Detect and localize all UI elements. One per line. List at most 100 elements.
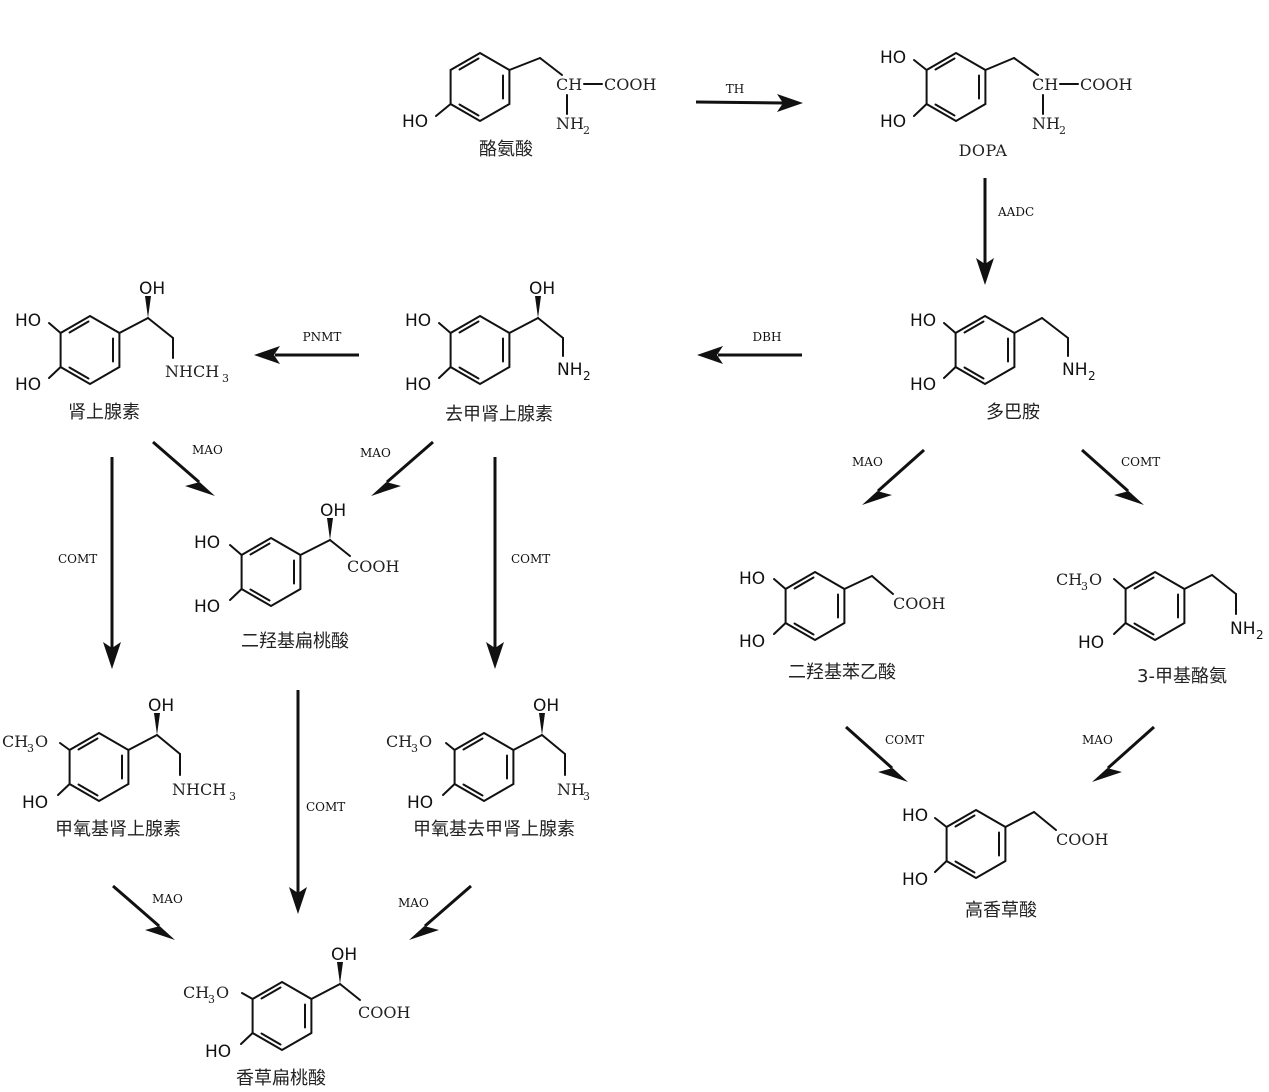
- hva-structure: HO HO COOH 高香草酸: [902, 806, 1108, 921]
- svg-text:3: 3: [208, 993, 215, 1006]
- arrow-pnmt: PNMT: [254, 330, 359, 364]
- svg-text:CH: CH: [556, 75, 582, 94]
- arrow-dbh: DBH: [697, 330, 802, 364]
- svg-text:MAO: MAO: [360, 446, 391, 460]
- svg-text:HO: HO: [902, 806, 928, 826]
- dopamine-structure: HO HO NH 2 多巴胺: [910, 311, 1096, 423]
- norepinephrine-structure: HO HO OH NH 2 去甲肾上腺素: [405, 279, 591, 425]
- svg-text:NH: NH: [1032, 114, 1060, 133]
- dopa-structure: HO HO CH COOH NH 2 DOPA: [880, 48, 1132, 160]
- svg-text:COOH: COOH: [893, 594, 945, 613]
- svg-text:NH: NH: [557, 780, 585, 799]
- svg-text:OH: OH: [529, 279, 555, 299]
- svg-text:MAO: MAO: [1082, 733, 1113, 747]
- vma-label: 香草扁桃酸: [236, 1068, 326, 1089]
- arrow-mao-epi: MAO: [152, 440, 223, 496]
- svg-text:MAO: MAO: [152, 892, 183, 906]
- svg-text:OH: OH: [148, 696, 174, 716]
- svg-text:HO: HO: [22, 793, 48, 813]
- svg-text:TH: TH: [726, 82, 744, 96]
- svg-text:CH: CH: [183, 983, 209, 1002]
- svg-text:2: 2: [1256, 628, 1264, 642]
- svg-text:CH: CH: [1056, 570, 1082, 589]
- svg-text:HO: HO: [194, 597, 220, 617]
- svg-text:OH: OH: [139, 279, 165, 299]
- arrow-mao-mt: MAO: [1082, 725, 1155, 782]
- metanephrine-structure: CH 3 O HO OH NHCH 3 甲氧基肾上腺素: [2, 696, 236, 840]
- svg-text:3: 3: [1081, 580, 1088, 593]
- svg-text:O: O: [35, 732, 48, 751]
- arrow-aadc: AADC: [976, 178, 1034, 285]
- svg-text:3: 3: [222, 372, 229, 385]
- svg-text:MAO: MAO: [192, 443, 223, 457]
- svg-text:DBH: DBH: [753, 330, 782, 344]
- svg-text:2: 2: [1059, 124, 1066, 137]
- svg-text:HO: HO: [910, 311, 936, 331]
- arrow-mao-meta: MAO: [112, 884, 183, 940]
- svg-text:CH: CH: [386, 732, 412, 751]
- vma-structure: CH 3 O HO OH COOH 香草扁桃酸: [183, 945, 410, 1089]
- svg-text:NHCH: NHCH: [172, 780, 226, 799]
- svg-text:COOH: COOH: [347, 557, 399, 576]
- arrow-comt-dopac: COMT: [845, 725, 924, 782]
- svg-text:HO: HO: [405, 375, 431, 395]
- svg-text:HO: HO: [739, 632, 765, 652]
- svg-text:COMT: COMT: [1121, 455, 1160, 469]
- metanephrine-label: 甲氧基肾上腺素: [55, 819, 181, 840]
- svg-text:HO: HO: [1078, 633, 1104, 653]
- arrow-comt-epi: COMT: [58, 457, 121, 669]
- svg-text:NHCH: NHCH: [165, 362, 219, 381]
- tyrosine-ho: HO: [402, 112, 428, 132]
- dopamine-label: 多巴胺: [986, 402, 1040, 423]
- svg-text:AADC: AADC: [997, 205, 1034, 219]
- tyrosine-structure: HO CH COOH NH 2 酪氨酸: [402, 52, 656, 160]
- svg-text:MAO: MAO: [852, 455, 883, 469]
- svg-text:3: 3: [229, 790, 236, 803]
- svg-text:COMT: COMT: [58, 552, 97, 566]
- svg-text:NH: NH: [557, 360, 583, 380]
- svg-text:OH: OH: [331, 945, 357, 965]
- svg-text:3: 3: [583, 790, 590, 803]
- svg-text:NH: NH: [1230, 619, 1256, 639]
- arrow-comt-norepi: COMT: [486, 457, 550, 669]
- svg-text:HO: HO: [405, 311, 431, 331]
- svg-text:O: O: [1089, 570, 1102, 589]
- dopac-structure: HO HO COOH 二羟基苯乙酸: [739, 569, 945, 683]
- svg-text:CH: CH: [1032, 75, 1058, 94]
- svg-text:NH: NH: [556, 114, 584, 133]
- arrow-th: TH: [695, 82, 803, 112]
- dhma-label: 二羟基扁桃酸: [241, 631, 349, 652]
- normetanephrine-label: 甲氧基去甲肾上腺素: [413, 819, 575, 840]
- svg-text:COMT: COMT: [885, 733, 924, 747]
- arrow-mao-normeta: MAO: [398, 884, 472, 940]
- svg-text:OH: OH: [533, 696, 559, 716]
- svg-text:COOH: COOH: [1056, 830, 1108, 849]
- svg-text:O: O: [216, 983, 229, 1002]
- svg-text:HO: HO: [194, 533, 220, 553]
- svg-text:3: 3: [27, 742, 34, 755]
- svg-text:PNMT: PNMT: [303, 330, 342, 344]
- dhma-structure: HO HO OH COOH 二羟基扁桃酸: [194, 501, 399, 652]
- svg-text:2: 2: [583, 369, 591, 383]
- svg-text:MAO: MAO: [398, 896, 429, 910]
- svg-text:HO: HO: [880, 112, 906, 132]
- svg-text:HO: HO: [910, 375, 936, 395]
- svg-text:HO: HO: [739, 569, 765, 589]
- tyrosine-label: 酪氨酸: [479, 139, 533, 160]
- svg-text:2: 2: [583, 124, 590, 137]
- svg-text:HO: HO: [407, 793, 433, 813]
- svg-text:HO: HO: [880, 48, 906, 68]
- epinephrine-label: 肾上腺素: [68, 402, 140, 423]
- arrow-comt-dopamine: COMT: [1081, 448, 1160, 505]
- svg-text:COOH: COOH: [1080, 75, 1132, 94]
- norepinephrine-label: 去甲肾上腺素: [445, 404, 553, 425]
- svg-text:COOH: COOH: [358, 1003, 410, 1022]
- dopa-label: DOPA: [959, 141, 1008, 160]
- epinephrine-structure: HO HO OH NHCH 3 肾上腺素: [15, 279, 229, 423]
- svg-text:3: 3: [411, 742, 418, 755]
- svg-text:HO: HO: [15, 311, 41, 331]
- svg-text:HO: HO: [15, 375, 41, 395]
- arrow-comt-dhma: COMT: [289, 690, 345, 914]
